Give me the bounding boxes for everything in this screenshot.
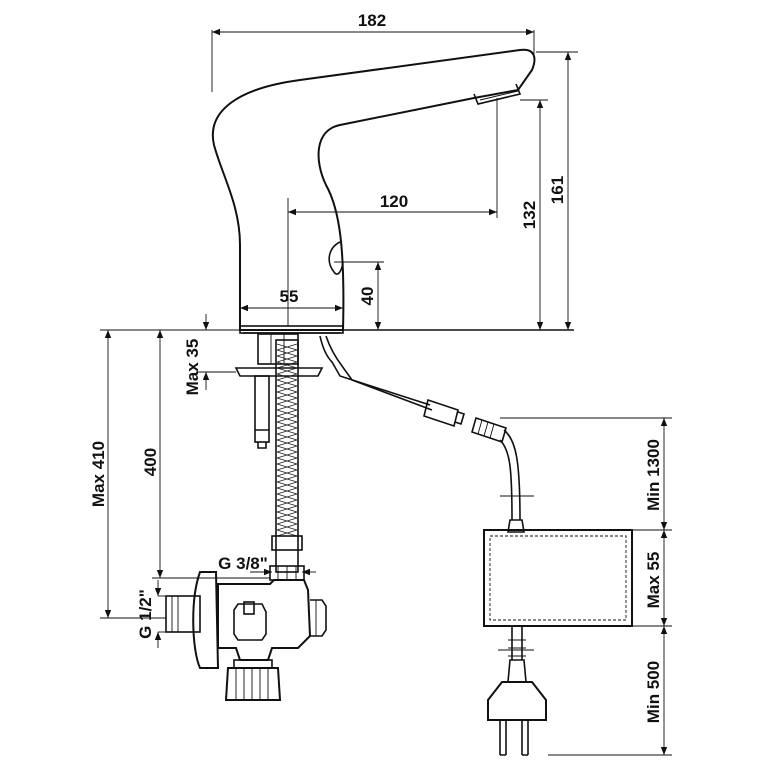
dim-sensor-height: 40 bbox=[358, 287, 377, 306]
dim-box-height-max: Max 55 bbox=[644, 552, 663, 609]
control-box bbox=[483, 529, 633, 756]
dim-power-cable-min: Min 500 bbox=[644, 661, 663, 723]
dim-hose-thread: G 3/8" bbox=[218, 554, 268, 573]
dimension-lines bbox=[100, 28, 672, 756]
mounting-assembly bbox=[234, 333, 433, 449]
dim-inlet-thread: G 1/2" bbox=[136, 589, 155, 639]
dim-spout-height: 132 bbox=[520, 201, 539, 229]
dim-flex-hose-length: 400 bbox=[141, 448, 160, 476]
inlet-valve bbox=[165, 571, 327, 701]
dim-base-diameter: 55 bbox=[280, 287, 299, 306]
dim-max-deck-thickness: Max 35 bbox=[183, 339, 202, 396]
dim-spout-reach: 120 bbox=[380, 192, 408, 211]
dim-overall-height: 161 bbox=[548, 176, 567, 204]
cable-connector bbox=[423, 398, 525, 533]
dim-max-total-length: Max 410 bbox=[89, 441, 108, 507]
flex-hose bbox=[269, 339, 305, 581]
dim-cable-length-min: Min 1300 bbox=[644, 439, 663, 511]
dim-overall-length: 182 bbox=[358, 11, 386, 30]
